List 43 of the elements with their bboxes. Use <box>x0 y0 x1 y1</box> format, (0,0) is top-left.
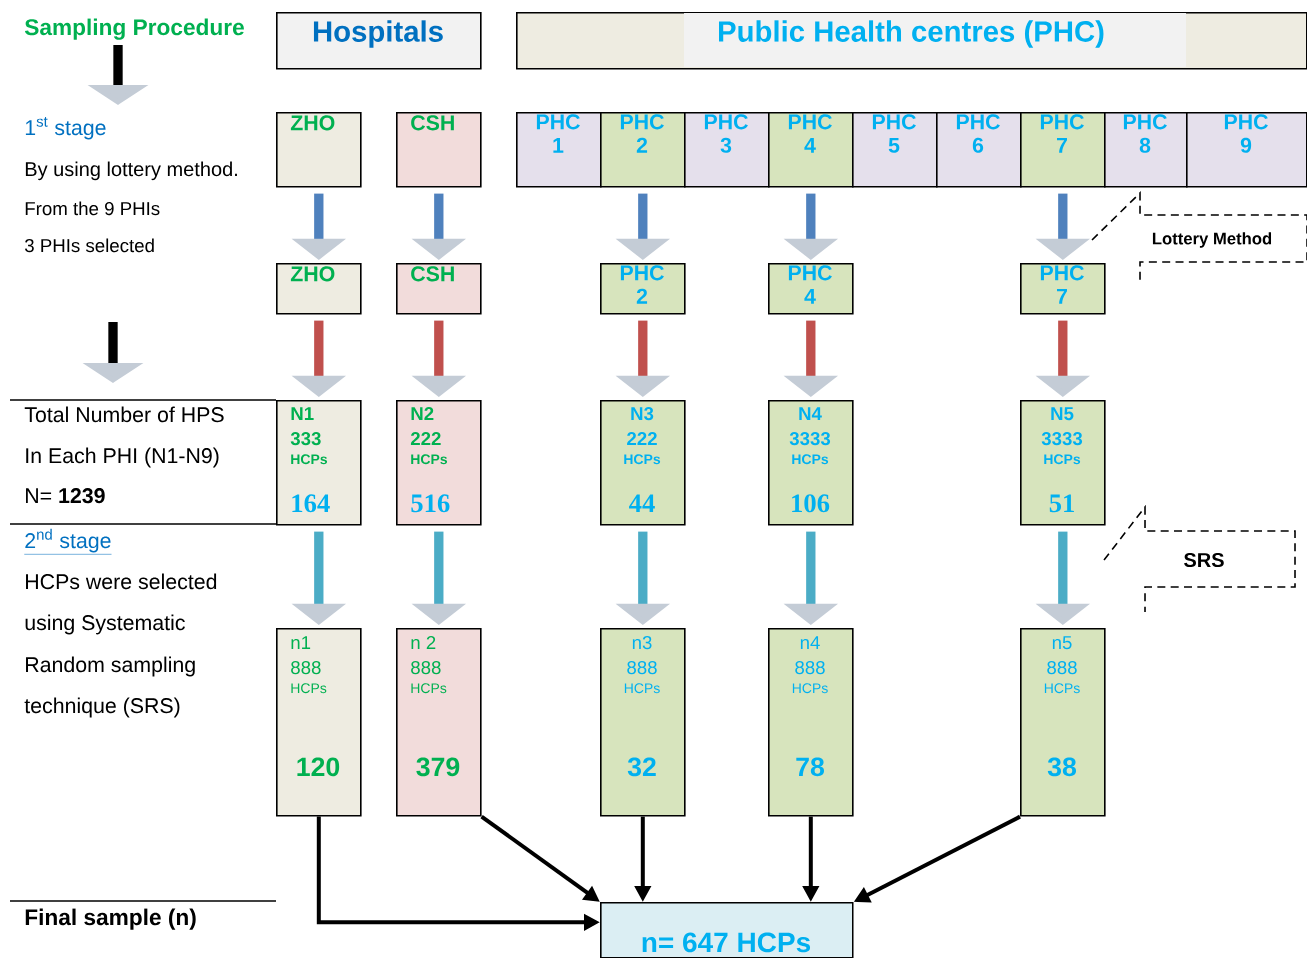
sample-box: n 2 888 HCPs 379 <box>396 628 482 817</box>
unit-box: PHC 7 <box>1020 112 1106 188</box>
stage-heading: 1$^{st}$ stage <box>25 117 106 140</box>
heading: Sampling Procedure <box>24 18 244 40</box>
sample-box: n3 888 HCPs 32 <box>600 628 686 817</box>
row-label: Total Number of HPS <box>24 406 224 423</box>
unit-box: PHC 8 <box>1104 112 1188 188</box>
step-text: By using lottery method. <box>25 161 237 181</box>
sample-box: n5 888 HCPs 38 <box>1020 628 1106 817</box>
population-box: N2 222 HCPs 516 <box>396 400 482 526</box>
unit-box: PHC 5 <box>852 112 938 188</box>
population-box: N5 3333 HCPs 51 <box>1020 400 1106 526</box>
stage-heading: 2$^{nd}$ stage <box>24 528 112 555</box>
population-box: N4 3333 HCPs 106 <box>768 400 854 526</box>
step-text: using Systematic <box>25 614 185 635</box>
step-text: technique (SRS) <box>24 697 180 718</box>
population-box: N1 333 HCPs 164 <box>276 400 362 526</box>
selected-unit-box: CSH <box>396 263 482 315</box>
unit-box: ZHO <box>276 112 362 188</box>
header-box: Public Health centres (PHC) <box>516 12 1307 70</box>
population-box: N3 222 HCPs 44 <box>600 400 686 526</box>
unit-box: PHC 2 <box>600 112 686 188</box>
selected-unit-box: ZHO <box>276 263 362 315</box>
unit-box: PHC 3 <box>684 112 770 188</box>
selected-unit-box: PHC 7 <box>1020 263 1106 315</box>
row-label: In Each PHI (N1-N9) <box>26 447 219 468</box>
unit-box: PHC 9 <box>1186 112 1307 188</box>
selected-unit-box: PHC 4 <box>768 263 854 315</box>
step-text: 3 PHIs selected <box>25 238 154 253</box>
unit-box: CSH <box>396 112 482 188</box>
sample-box: n1 888 HCPs 120 <box>276 628 362 817</box>
selected-unit-box: PHC 2 <box>600 263 686 315</box>
unit-box: PHC 1 <box>516 112 602 188</box>
step-text: From the 9 PHIs <box>25 201 160 216</box>
unit-box: PHC 4 <box>768 112 854 188</box>
header-box: Hospitals <box>276 12 482 70</box>
final-sample-box: n= 647 HCPs <box>600 902 854 958</box>
step-text: Random sampling <box>26 656 195 677</box>
step-text: HCPs were selected <box>26 573 217 590</box>
sample-box: n4 888 HCPs 78 <box>768 628 854 817</box>
row-label: N= 1239 <box>26 488 105 504</box>
row-label: Final sample (n) <box>25 908 196 930</box>
unit-box: PHC 6 <box>936 112 1022 188</box>
